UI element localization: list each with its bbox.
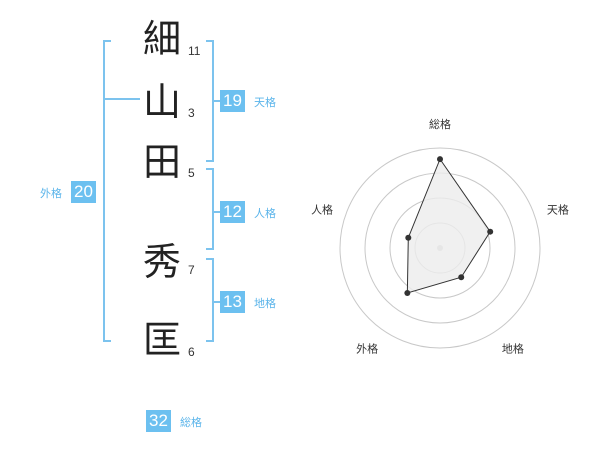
name-char-4: 秀	[142, 240, 181, 284]
stroke-count-4: 7	[188, 263, 195, 277]
name-char-2: 山	[142, 80, 181, 124]
radar-axis-label-1: 総格	[429, 117, 451, 131]
tenkaku-badge: 19	[220, 90, 245, 112]
gaikaku-bracket	[103, 40, 111, 342]
stroke-count-3: 5	[188, 166, 195, 180]
chikaku-tick	[214, 301, 220, 303]
radar-polygon	[406, 158, 491, 294]
radar-point-1	[437, 156, 443, 163]
tenkaku-tick	[214, 100, 220, 102]
radar-axis-label-5: 人格	[311, 203, 333, 217]
name-char-3: 田	[142, 140, 181, 184]
soukaku-badge: 32	[146, 410, 171, 432]
tenkaku-label: 天格	[254, 96, 276, 109]
jinkaku-label: 人格	[254, 207, 276, 220]
radar-ring-4	[339, 147, 541, 349]
tenkaku-bracket	[206, 40, 214, 162]
radar-point-3	[458, 274, 465, 281]
radar-points	[404, 156, 494, 296]
stroke-count-1: 11	[188, 44, 201, 58]
chikaku-bracket	[206, 258, 214, 342]
radar-axis-label-2: 天格	[547, 203, 569, 217]
jinkaku-bracket	[206, 168, 214, 250]
stroke-count-2: 3	[188, 106, 195, 120]
radar-point-4	[404, 289, 411, 296]
name-char-1: 細	[142, 17, 181, 61]
jinkaku-tick	[214, 211, 220, 213]
gaikaku-badge: 20	[71, 181, 96, 203]
jinkaku-badge: 12	[220, 201, 245, 223]
radar-axis-label-4: 外格	[356, 341, 378, 355]
chikaku-label: 地格	[254, 297, 276, 310]
radar-axis-label-3: 地格	[502, 341, 524, 355]
radar-point-5	[405, 234, 412, 241]
chikaku-badge: 13	[220, 291, 245, 313]
name-char-5: 匡	[142, 318, 181, 362]
stroke-count-5: 6	[188, 345, 195, 359]
gaikaku-label: 外格	[40, 187, 62, 200]
soukaku-label: 総格	[180, 416, 202, 429]
radar-point-2	[487, 228, 494, 235]
gaikaku-inner-tick	[105, 98, 140, 100]
